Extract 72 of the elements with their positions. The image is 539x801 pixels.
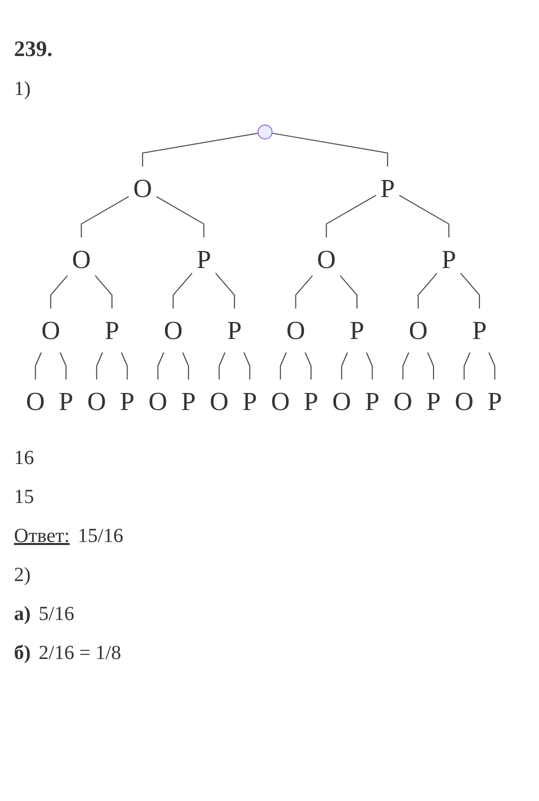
node-text: Р <box>242 387 257 416</box>
item-letter: б) <box>14 642 31 664</box>
connector <box>59 352 67 380</box>
part-number: 1) <box>14 78 31 100</box>
node-text: О <box>316 245 336 274</box>
node-text: Р <box>104 316 120 345</box>
number: 16 <box>14 447 34 469</box>
connector <box>94 274 112 310</box>
connector <box>398 194 450 238</box>
node-text: Р <box>472 316 487 345</box>
part-number: 2) <box>14 564 31 586</box>
node-text: О <box>148 387 168 416</box>
node-text: О <box>26 387 45 416</box>
node-text: О <box>164 316 183 345</box>
connector <box>142 132 259 168</box>
node-text: О <box>210 387 229 416</box>
connector <box>304 352 312 380</box>
connector <box>120 352 128 380</box>
connector <box>182 352 190 380</box>
connector <box>418 272 438 310</box>
node-text: Р <box>227 316 242 345</box>
connector <box>172 272 194 310</box>
node-text: Р <box>181 387 196 416</box>
node-text: О <box>72 245 91 274</box>
node-text: О <box>408 316 428 345</box>
connector <box>80 196 130 238</box>
connector <box>34 352 42 380</box>
connector <box>280 352 287 380</box>
node-text: Р <box>196 245 212 274</box>
node-text: О <box>133 174 152 203</box>
node-text: Р <box>58 387 74 416</box>
connector <box>50 274 68 310</box>
connector <box>96 352 104 380</box>
task-number: 239. <box>14 36 54 62</box>
node-text: О <box>394 387 412 416</box>
node-text: Р <box>120 387 134 416</box>
connector <box>464 352 471 380</box>
connector <box>218 352 226 380</box>
node-text: Р <box>365 387 380 416</box>
node-text: Р <box>488 387 502 416</box>
connector <box>460 272 480 310</box>
connector <box>214 272 235 310</box>
connector <box>295 274 314 310</box>
node-text: О <box>87 387 106 416</box>
node-text: Р <box>350 316 364 345</box>
connector <box>155 196 204 238</box>
connector <box>157 352 164 380</box>
node-text: Р <box>442 245 456 274</box>
node-text: О <box>454 387 474 416</box>
node-text: О <box>332 387 352 416</box>
fraction: 5/16 <box>38 603 74 625</box>
connector <box>341 352 348 380</box>
connector <box>402 352 410 380</box>
connector <box>488 352 496 380</box>
node-text: Р <box>304 387 318 416</box>
connector <box>339 274 358 310</box>
connector <box>366 352 373 380</box>
equation: 2/16 = 1/8 <box>38 642 122 664</box>
connector <box>426 352 434 380</box>
number: 15 <box>14 486 34 508</box>
item-letter: а) <box>14 603 31 625</box>
answer-label: Ответ: <box>14 525 70 547</box>
node-point <box>258 124 273 140</box>
connector <box>326 194 377 238</box>
node-text: О <box>286 316 306 345</box>
fraction: 15/16 <box>78 525 124 547</box>
node-text: О <box>271 387 290 416</box>
node-text: Р <box>380 174 395 203</box>
connector <box>271 132 388 168</box>
connector <box>243 352 250 380</box>
node-text: О <box>41 316 60 345</box>
node-text: Р <box>426 387 441 416</box>
